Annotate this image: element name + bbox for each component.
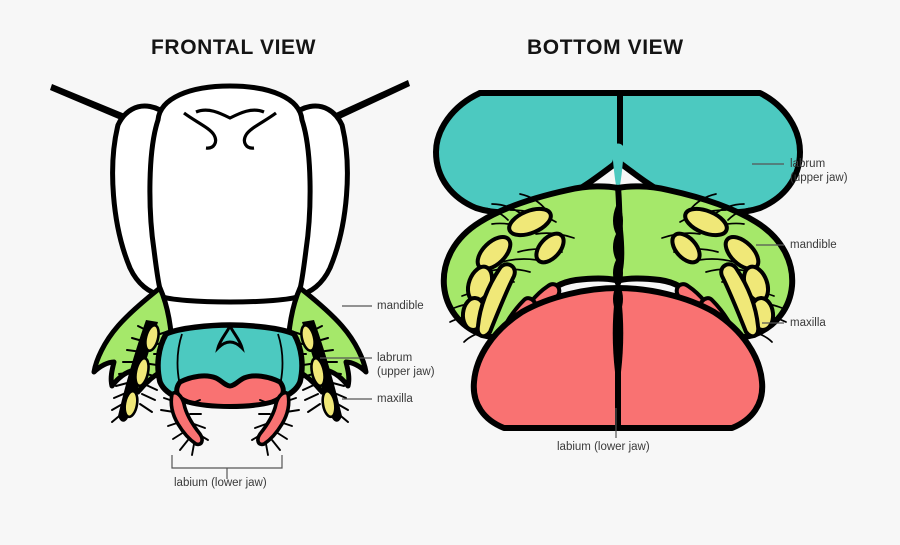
labial-palp-left: [160, 390, 209, 456]
labrum-median-spur: [612, 143, 624, 196]
label-labium-frontal: labium (lower jaw): [174, 477, 267, 489]
antennal-socket-right: [242, 111, 277, 150]
frontal-view-title: FRONTAL VIEW: [151, 36, 317, 59]
bottom-view-title: BOTTOM VIEW: [527, 36, 684, 59]
bottom-leader-lines: [615, 163, 784, 438]
head-capsule-frons: [147, 83, 313, 313]
antennal-socket-left: [183, 111, 218, 150]
label-labrum-frontal: labrum (upper jaw): [377, 351, 435, 379]
frontal-leader-lines: [171, 305, 372, 479]
median-suture: [612, 206, 624, 372]
labial-palp-right: [251, 390, 300, 456]
labium-bottom-right: [615, 285, 766, 431]
label-maxilla-bottom: maxilla: [790, 317, 826, 329]
label-mandible-bottom: mandible: [790, 239, 837, 251]
labium-frontal: [174, 373, 286, 409]
bottom-view-group: [433, 90, 803, 438]
label-labrum-frontal-line2: (upper jaw): [377, 366, 435, 378]
label-labrum-frontal-line1: labrum: [377, 352, 413, 364]
maxillary-palp-right: [287, 320, 349, 423]
label-mandible-frontal: mandible: [377, 300, 424, 312]
label-labium-bottom: labium (lower jaw): [557, 441, 650, 453]
frontal-view-group: [50, 80, 410, 479]
label-labrum-bottom-line1: labrum: [790, 158, 826, 170]
labium-bottom-left: [470, 285, 621, 431]
label-maxilla-frontal: maxilla: [377, 393, 413, 405]
labrum-median-notch: [215, 322, 245, 353]
label-labrum-bottom-line2: (upper jaw): [790, 172, 848, 184]
label-labrum-bottom: labrum (upper jaw): [790, 157, 848, 185]
frons-ridge: [195, 108, 265, 120]
